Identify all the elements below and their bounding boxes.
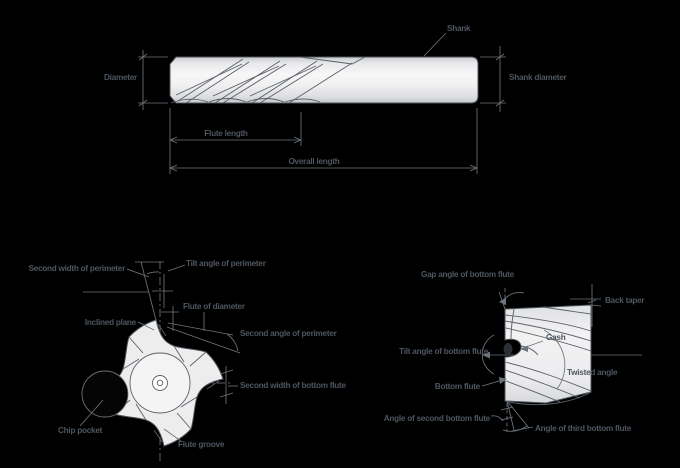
flute-groove-leader — [163, 428, 182, 442]
label-back-taper: Back taper — [605, 296, 645, 305]
shank-leader-line — [423, 32, 447, 57]
label-gash: Gash — [546, 333, 566, 342]
chip-pocket-circle — [81, 370, 129, 418]
label-second-width-perimeter: Second width of perimeter — [28, 264, 126, 273]
label-flute-length: Flute length — [204, 129, 248, 138]
bottom-angle-annotations — [490, 400, 534, 432]
end-view: Second width of perimeter Tilt angle of … — [28, 259, 347, 464]
gap-angle-annotation — [498, 288, 525, 310]
label-inclined-plane: Inclined plane — [85, 318, 137, 327]
label-shank-diameter: Shank diameter — [509, 73, 568, 82]
twisted-angle-arc — [543, 329, 566, 390]
bottom-flute-leader — [481, 379, 504, 387]
center-hub — [152, 375, 168, 391]
tilt-angle-arc — [481, 334, 495, 375]
label-second-width-bottom-flute: Second width of bottom flute — [240, 381, 346, 390]
label-angle-third-bottom-flute: Angle of third bottom flute — [535, 424, 632, 433]
overall-length-dimension — [169, 108, 478, 174]
gash-notch — [503, 343, 513, 355]
back-taper-annotation — [570, 284, 602, 327]
center-hole — [156, 379, 164, 387]
label-twisted-angle: Twisted angle — [567, 368, 618, 377]
perimeter-angle-annotations — [83, 261, 241, 354]
label-angle-second-bottom-flute: Angle of second bottom flute — [384, 414, 491, 423]
flute-spirals — [170, 56, 366, 104]
label-shank: Shank — [447, 24, 471, 33]
label-overall-length: Overall length — [288, 157, 339, 166]
side-view: Shank Diameter Shank diameter Flute leng… — [104, 24, 568, 174]
flute-length-dimension — [169, 108, 302, 174]
label-tilt-angle-perimeter: Tilt angle of perimeter — [186, 259, 267, 268]
diameter-dimension — [138, 50, 168, 110]
label-chip-pocket: Chip pocket — [58, 426, 103, 435]
chip-pocket-leader — [79, 399, 104, 427]
tip-view: Gap angle of bottom flute Back taper Gas… — [384, 270, 646, 433]
tip-body — [504, 304, 592, 404]
label-diameter: Diameter — [104, 73, 138, 82]
shank-diameter-dimension — [480, 46, 506, 112]
second-width-bottom-flute-annotation — [219, 366, 238, 404]
bottom-flute-arrowhead — [499, 377, 507, 384]
gash-arrowhead — [520, 345, 528, 352]
label-flute-of-diameter: Flute of diameter — [183, 302, 246, 311]
label-gap-angle-bottom-flute: Gap angle of bottom flute — [421, 270, 515, 279]
side-view-body — [169, 56, 479, 104]
label-tilt-angle-bottom-flute: Tilt angle of bottom flute — [399, 347, 489, 356]
tip-flute-curves — [504, 306, 592, 406]
label-second-angle-perimeter: Second angle of perimeter — [240, 329, 338, 338]
tilt-angle-arrowhead — [482, 351, 490, 359]
label-flute-groove: Flute groove — [178, 440, 225, 449]
label-bottom-flute: Bottom flute — [435, 382, 481, 391]
